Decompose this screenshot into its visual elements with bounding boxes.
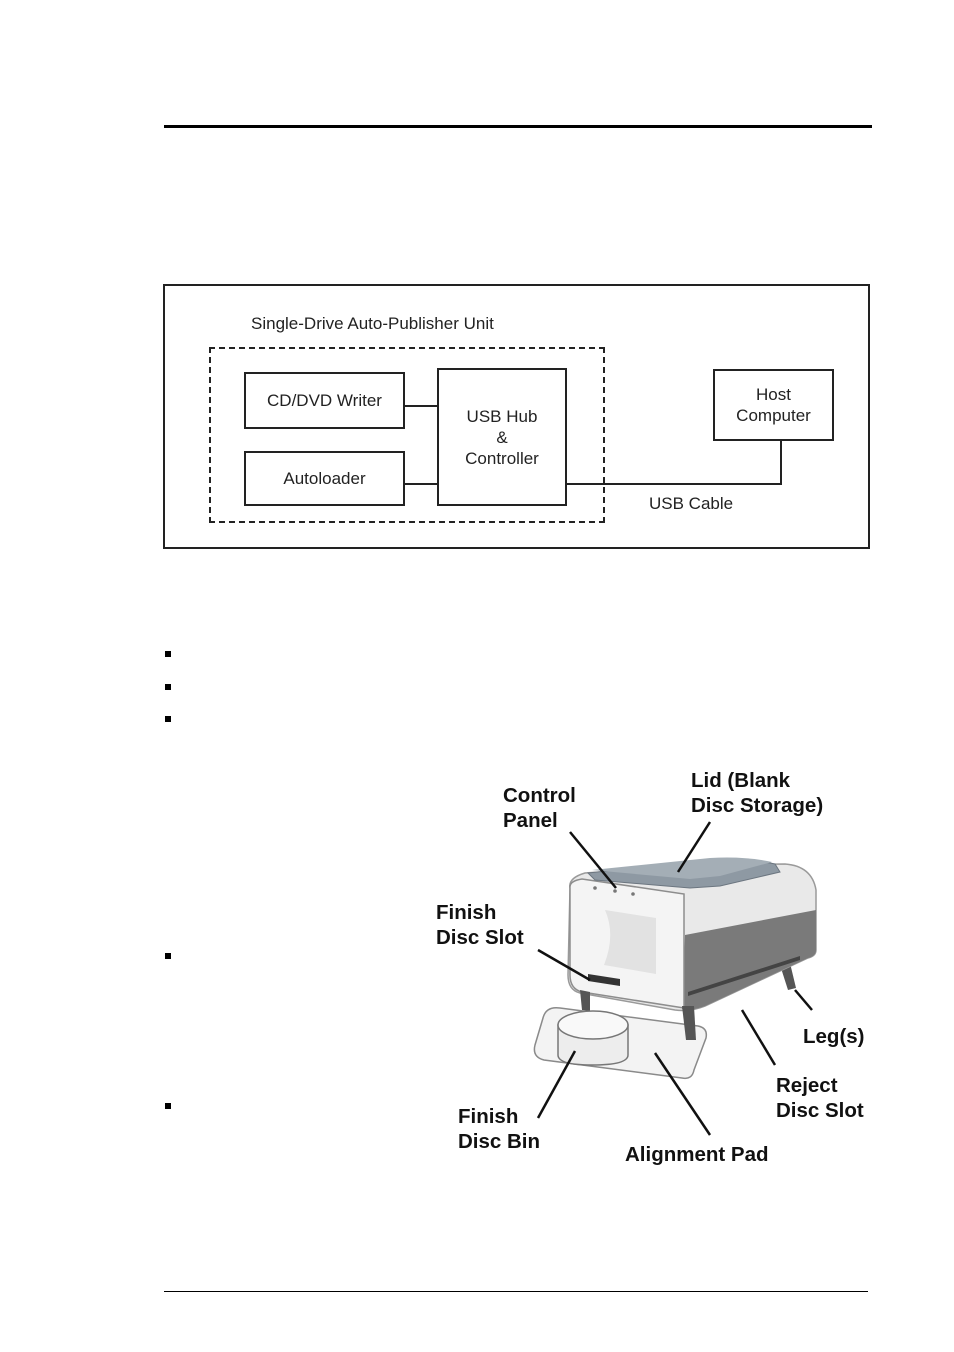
control-panel-button [613,889,617,893]
leg-leader [794,989,813,1011]
header-rule [164,125,872,128]
bullet-marker [165,716,171,722]
finish-slot-leader [537,948,591,982]
finish-bin-leader [536,1050,577,1119]
finish-bin-callout: Finish Disc Bin [458,1105,541,1153]
usb-hub-controller-block: USB Hub & Controller [437,368,567,506]
control-panel-button [593,886,597,890]
bullet-marker [165,1103,171,1109]
usb-cable-line [567,483,782,485]
lid-top [592,857,772,879]
finish-slot-callout: Finish Disc Slot [436,901,524,949]
auto-publisher-photo [533,821,817,1136]
control-panel-leader [569,831,617,889]
autoloader-hub-link [405,483,437,485]
leg-callout: Leg(s) [803,1025,865,1048]
writer-block: CD/DVD Writer [244,372,405,429]
reject-slot-callout: Reject Disc Slot [776,1074,864,1122]
control-panel-callout: Control Panel [503,784,576,832]
control-panel-button [631,892,635,896]
autoloader-block: Autoloader [244,451,405,506]
host-computer-block: Host Computer [713,369,834,441]
alignment-pad-leader [653,1052,712,1136]
finish-slot [588,974,620,986]
bullet-marker [165,953,171,959]
bullet-marker [165,651,171,657]
system-block-diagram: Single-Drive Auto-Publisher Unit CD/DVD … [163,284,870,549]
lid-callout: Lid (Blank Disc Storage) [691,769,824,817]
reject-slot-leader [740,1009,777,1066]
unit-label: Single-Drive Auto-Publisher Unit [251,314,494,333]
lid-leader [676,821,712,873]
writer-hub-link [405,405,437,407]
leg [682,1006,696,1040]
front-recess [604,910,656,974]
finish-disc-bin-rim [557,1010,629,1040]
footer-rule [164,1291,868,1292]
alignment-pad-callout: Alignment Pad [625,1143,769,1166]
reject-slot-strip [688,956,800,996]
unit-boundary [209,347,605,523]
leg [580,990,590,1011]
bullet-marker [165,684,171,690]
usb-cable-riser [780,441,782,485]
usb-cable-label: USB Cable [649,494,734,513]
